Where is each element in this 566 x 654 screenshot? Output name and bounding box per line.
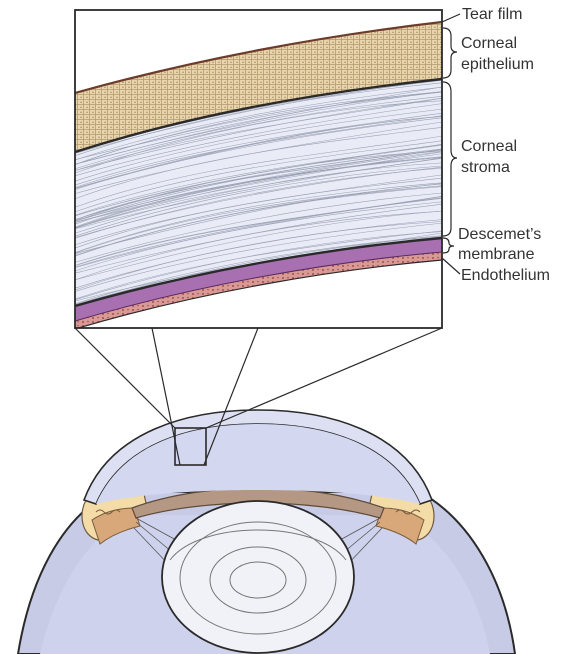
- corneal-epithelium-label-line1: Corneal: [461, 34, 517, 53]
- corneal-stroma-label-line1: Corneal: [461, 137, 517, 156]
- eye-cross-section: [18, 410, 515, 654]
- descemets-membrane-label-line2: membrane: [458, 245, 534, 264]
- lens: [162, 501, 354, 653]
- tear-film-label: Tear film: [462, 5, 522, 24]
- magnified-cornea-panel: [75, 10, 442, 329]
- corneal-epithelium-label-line2: epithelium: [461, 55, 534, 74]
- descemets-membrane-label-line1: Descemet’s: [458, 225, 541, 244]
- corneal-stroma-label-line2: stroma: [461, 158, 510, 177]
- endothelium-label: Endothelium: [461, 266, 566, 285]
